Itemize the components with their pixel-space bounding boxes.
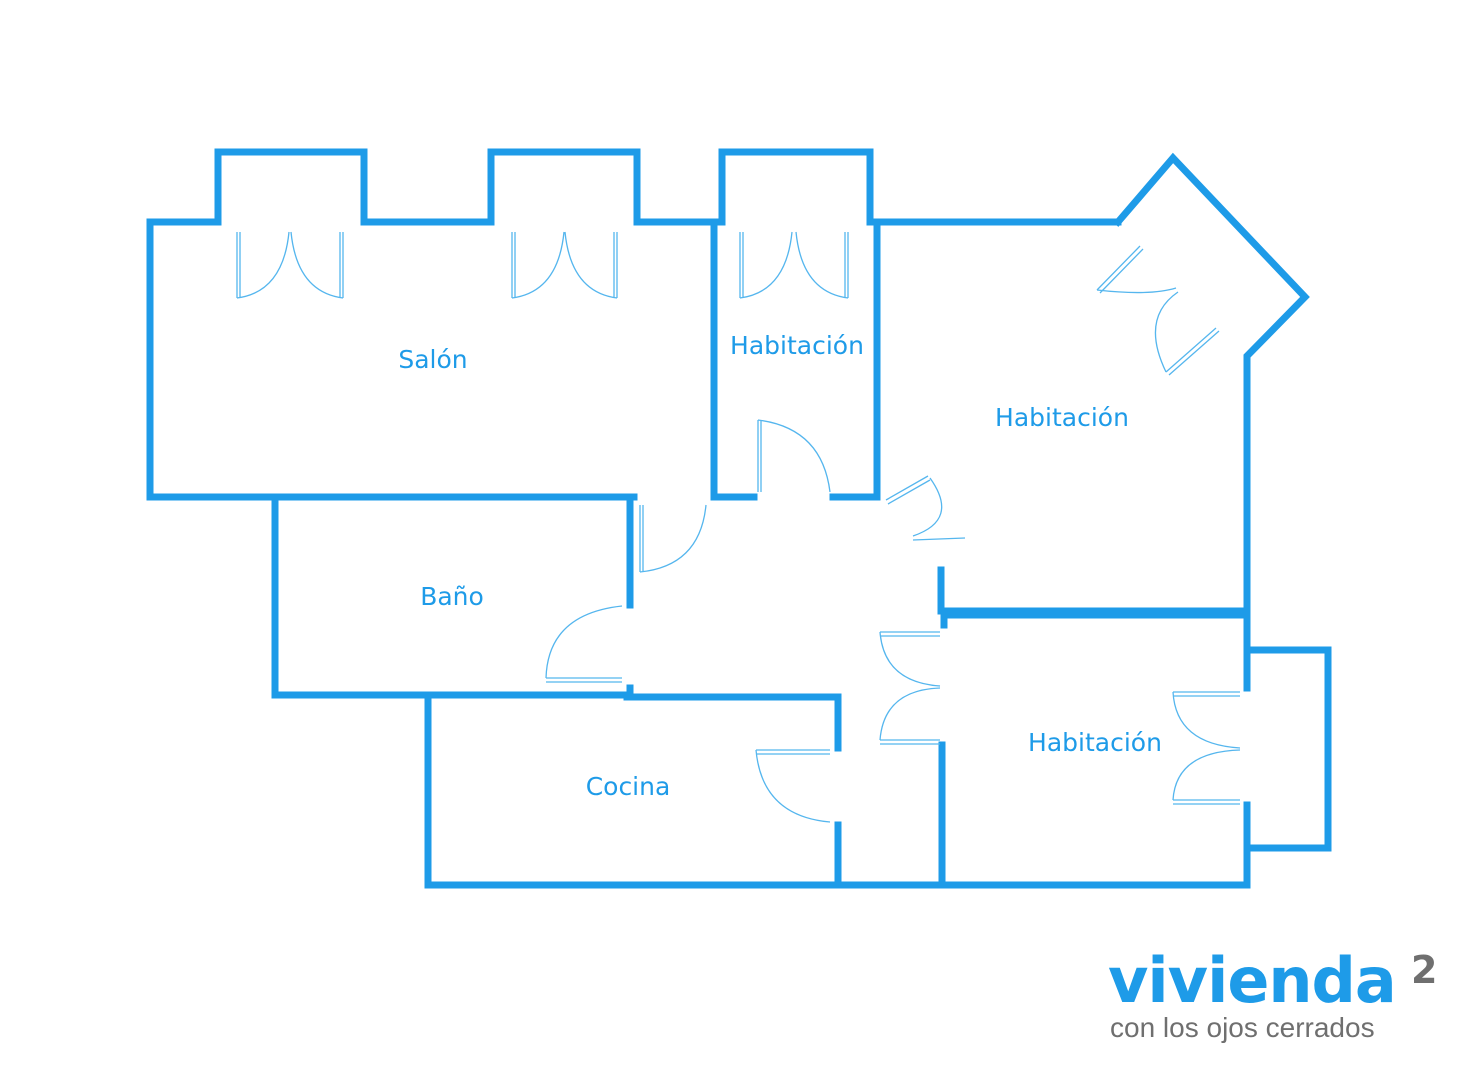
wall-habitacion-right-south [937, 566, 1251, 615]
room-label-habitacion-small: Habitación [730, 331, 864, 360]
brand-name: vivienda [1108, 944, 1397, 1017]
door-cocina [755, 749, 831, 823]
walls [146, 148, 1332, 889]
room-labels: Salón Habitación Habitación Baño Cocina … [398, 331, 1162, 801]
brand-tagline: con los ojos cerrados [1110, 1012, 1375, 1043]
door-habitacion-small [757, 419, 831, 493]
brand-superscript: 2 [1411, 948, 1438, 992]
room-label-habitacion-bottom: Habitación [1028, 728, 1162, 757]
door-right-closet [1172, 691, 1241, 805]
brand-logo: vivienda 2 con los ojos cerrados [1108, 946, 1448, 1056]
door-salon [639, 504, 707, 573]
door-salon-closet-2 [511, 231, 618, 299]
wall-north-west [146, 148, 1122, 501]
door-habitacion-bottom [879, 631, 941, 745]
room-label-cocina: Cocina [586, 772, 671, 801]
wall-bano-west [271, 496, 634, 699]
door-habitacion-right [885, 475, 966, 541]
wall-closet-right-box [1243, 646, 1332, 852]
door-salon-closet-1 [236, 231, 344, 299]
doors [236, 231, 1241, 823]
door-habitacion-closet [739, 231, 849, 299]
room-label-bano: Baño [420, 582, 484, 611]
wall-south [424, 844, 1251, 889]
room-label-habitacion-right: Habitación [995, 403, 1129, 432]
wall-cocina [623, 693, 842, 752]
room-label-salon: Salón [398, 345, 467, 374]
door-bano [545, 605, 623, 683]
wall-bay-window [1113, 152, 1310, 612]
door-bay-closet [1096, 245, 1220, 376]
